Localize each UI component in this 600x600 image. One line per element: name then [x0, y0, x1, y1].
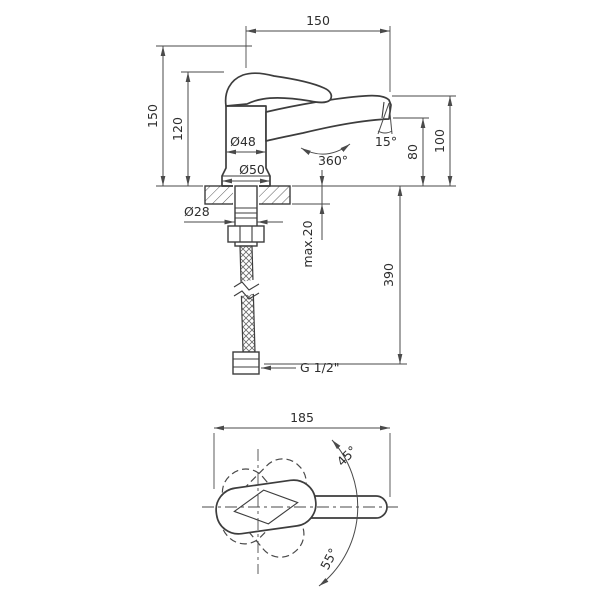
dim-shank-diameter: Ø28 — [184, 204, 283, 225]
dim-label-overall-length: 185 — [290, 410, 314, 425]
dim-swivel-angle: 360° — [300, 143, 351, 168]
dim-outlet-height: 80 — [393, 117, 429, 186]
dim-spout-height: 100 — [292, 95, 456, 187]
dim-label-body-diameter: Ø48 — [230, 134, 256, 149]
dim-label-base-diameter: Ø50 — [239, 162, 265, 177]
dim-spout-angle: 15° — [375, 102, 397, 149]
hose-break-line — [233, 290, 260, 300]
dim-label-deck-thickness: max.20 — [300, 220, 315, 267]
faucet-spout — [265, 94, 392, 142]
dim-label-spout-height: 100 — [432, 129, 447, 153]
dim-label-outlet-height: 80 — [405, 144, 420, 160]
dim-label-hose-length: 390 — [381, 263, 396, 287]
dim-label-total-height: 150 — [145, 104, 160, 128]
dim-label-body-height: 120 — [170, 117, 185, 141]
flex-hose — [239, 245, 256, 353]
dim-overall-length: 185 — [213, 410, 391, 497]
faucet-handle — [224, 72, 333, 107]
faucet-side-view — [204, 72, 392, 375]
faucet-top-view — [202, 439, 398, 587]
dim-label-shank-diameter: Ø28 — [184, 204, 210, 219]
dim-label-swivel: 360° — [318, 153, 348, 168]
dim-base-diameter: Ø50 — [222, 162, 270, 184]
dim-total-height: 150 — [145, 45, 252, 187]
dim-label-spout-angle: 15° — [375, 134, 397, 149]
dim-body-diameter: Ø48 — [226, 134, 266, 155]
aerator-edge — [381, 101, 385, 119]
dim-label-thread-size: G 1/2" — [300, 360, 340, 375]
dim-label-spout-reach: 150 — [306, 13, 330, 28]
dim-thread-size: G 1/2" — [261, 360, 340, 375]
hose-fitting — [232, 351, 260, 375]
mounting-nut — [227, 225, 265, 243]
hose-break-line — [233, 281, 260, 291]
handle-crease — [233, 489, 299, 525]
dim-spout-reach: 150 — [245, 13, 391, 92]
dim-hose-length: 390 — [264, 186, 407, 365]
dim-deck-thickness: max.20 — [292, 170, 330, 268]
side-view-dimensions: 150 150 120 Ø48 Ø50 360° — [145, 13, 456, 375]
dim-body-height: 120 — [170, 71, 224, 186]
swing-arc — [318, 439, 359, 587]
